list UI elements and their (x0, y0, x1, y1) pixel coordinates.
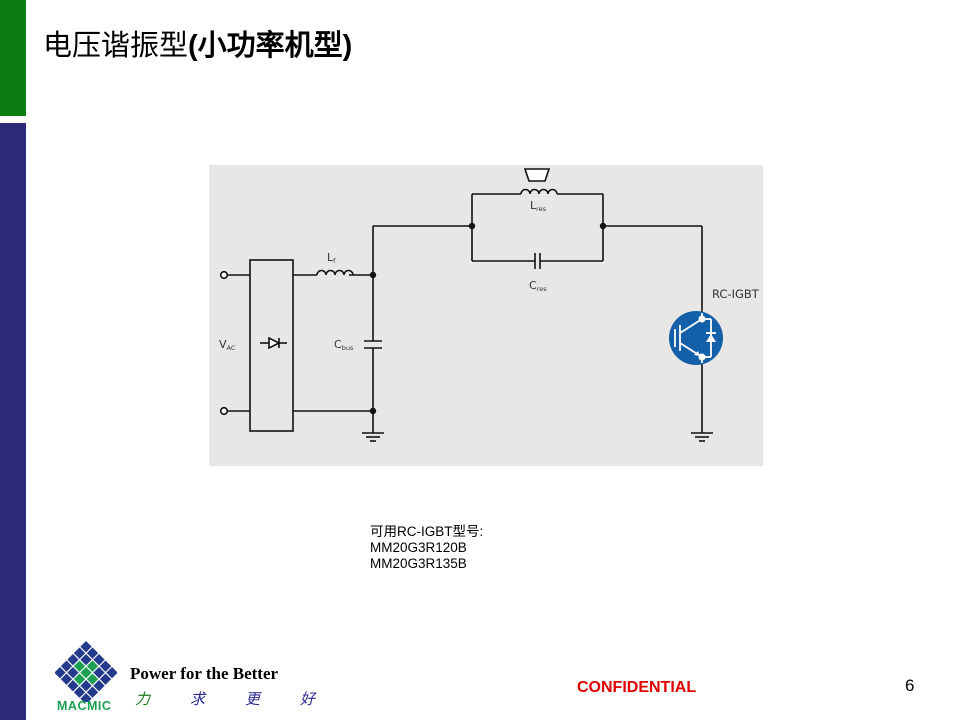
page-number: 6 (905, 676, 915, 695)
logo-tile (99, 660, 112, 672)
logo-tile (60, 660, 73, 672)
title-main: 电压谐振型 (43, 28, 189, 62)
label-lres: Lres (530, 199, 547, 213)
label-vac: VAC (219, 338, 236, 352)
accent-bar-blue (0, 123, 26, 720)
confidential-label: CONFIDENTIAL (577, 679, 697, 696)
slide-title: 电压谐振型(小功率机型) (43, 22, 352, 64)
rc-igbt-icon (669, 311, 723, 365)
slogan: Power for the Better (130, 664, 279, 683)
ground-icon (362, 432, 384, 442)
bridge-rectifier (249, 259, 294, 432)
slogan-cn-char: 更 (244, 690, 260, 708)
slogan-cn-char: 求 (189, 690, 205, 708)
induction-coil-icon (523, 168, 551, 182)
junction-dot (369, 271, 377, 279)
model-item: MM20G3R135B (370, 556, 467, 571)
circuit-diagram: VAC Lf Cbus Lres Cres RC-IGBT (209, 165, 763, 466)
label-lf: Lf (327, 251, 336, 265)
inductor-lres (520, 188, 558, 195)
junction-dot (599, 222, 607, 230)
circuit-svg: VAC Lf Cbus Lres Cres RC-IGBT (219, 168, 760, 442)
junction-dot (468, 222, 476, 230)
note-heading: 可用RC-IGBT型号: (370, 524, 484, 539)
model-item: MM20G3R120B (370, 540, 467, 555)
slogan-cn: 力 求 更 好 (135, 688, 315, 709)
junction-dot (369, 407, 377, 415)
accent-bar-green (0, 0, 26, 116)
ac-terminal-bottom (219, 406, 229, 416)
title-sub: (小功率机型) (188, 30, 353, 62)
igbt-model-note: 可用RC-IGBT型号: MM20G3R120B MM20G3R135B (370, 524, 483, 572)
diode-icon (260, 336, 287, 350)
label-cbus: Cbus (334, 338, 354, 352)
inductor-lf (316, 269, 354, 276)
ac-terminal-top (219, 270, 229, 280)
brand-name: MACMIC (57, 699, 112, 713)
slogan-cn-char: 好 (299, 690, 315, 708)
macmic-logo-icon (55, 641, 117, 702)
ground-icon (691, 432, 713, 442)
slogan-cn-char: 力 (135, 690, 151, 708)
label-rc-igbt: RC-IGBT (712, 287, 760, 301)
label-cres: Cres (529, 279, 547, 293)
